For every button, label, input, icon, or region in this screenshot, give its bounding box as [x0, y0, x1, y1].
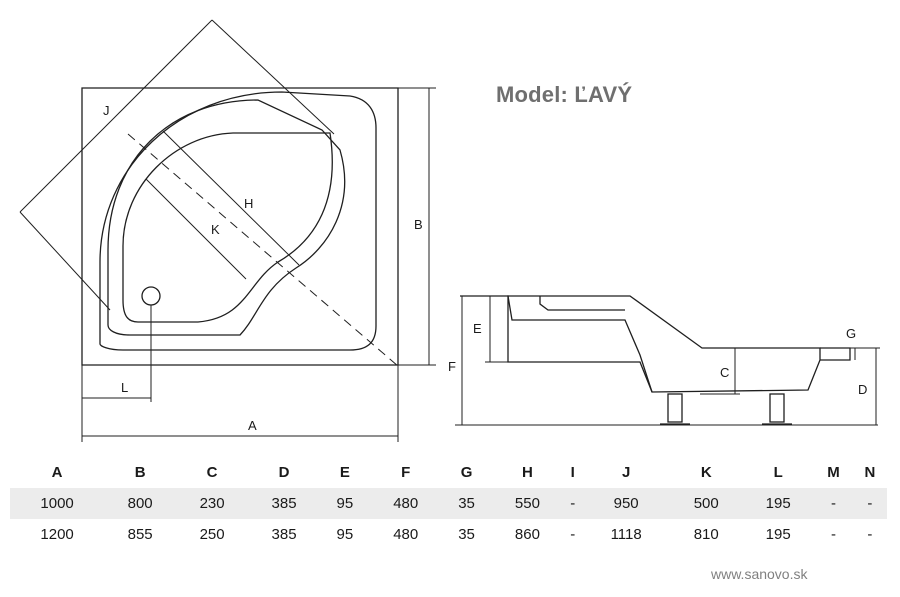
table-cell: 35	[441, 488, 492, 519]
dim-label-b: B	[414, 217, 423, 232]
table-cell: 480	[393, 526, 419, 543]
table-cell: -	[852, 488, 887, 519]
dim-label-e: E	[473, 321, 482, 336]
dim-label-f: F	[448, 359, 456, 374]
column-header: G	[460, 463, 473, 481]
tub-outer-outline	[81, 87, 399, 366]
table-cell: 230	[176, 488, 249, 519]
table-row: 1000 800 230 385 95 480 35 550 - 950 500…	[10, 488, 887, 519]
tub-side-profile	[507, 295, 821, 393]
table-cell: -	[563, 488, 583, 519]
column-header: M	[827, 463, 840, 481]
table-cell: 385	[248, 488, 321, 519]
table-cell: 480	[369, 488, 442, 519]
model-title: Model: ĽAVÝ	[496, 82, 633, 107]
website-link[interactable]: www.sanovo.sk	[711, 566, 808, 582]
table-cell: 250	[199, 526, 225, 543]
dim-label-j: J	[103, 103, 110, 118]
table-cell: 855	[127, 526, 153, 543]
column-header: J	[621, 463, 631, 481]
table-cell: 950	[582, 488, 671, 519]
dim-label-g: G	[846, 326, 856, 341]
column-header: A	[51, 463, 63, 481]
dim-label-c: C	[720, 365, 729, 380]
table-cell: 500	[670, 488, 743, 519]
table-cell: 195	[742, 488, 815, 519]
side-view: F E C G D	[448, 295, 880, 426]
column-header: K	[700, 463, 712, 481]
table-cell: 195	[765, 526, 791, 543]
column-header: E	[339, 463, 350, 481]
dim-label-k: K	[211, 222, 220, 237]
table-cell: 35	[458, 526, 475, 543]
column-header: B	[134, 463, 146, 481]
drain-circle	[141, 286, 161, 306]
diagonal-center-line	[127, 133, 399, 367]
table-cell: -	[570, 526, 576, 543]
dim-label-d: D	[858, 382, 867, 397]
dim-label-h: H	[244, 196, 253, 211]
dim-label-l: L	[121, 380, 128, 395]
bath-inner-basin	[122, 132, 333, 323]
table-cell: -	[867, 526, 873, 543]
column-header: F	[401, 463, 411, 481]
table-cell: -	[814, 488, 853, 519]
table-cell: 95	[320, 488, 370, 519]
table-cell: 1000	[10, 488, 105, 519]
table-cell: 1200	[40, 526, 74, 543]
table-cell: 800	[104, 488, 177, 519]
table-cell: 385	[271, 526, 297, 543]
table-cell: 550	[491, 488, 564, 519]
leg-left	[667, 393, 683, 423]
top-view: J H K B A L	[19, 19, 436, 442]
column-header: C	[206, 463, 218, 481]
table-cell: -	[830, 526, 836, 543]
bathtub-technical-drawing: J H K B A L	[19, 19, 880, 442]
column-header: H	[521, 463, 533, 481]
table-row: 1200 855 250 385 95 480 35 860 - 1118 81…	[10, 519, 887, 550]
column-header: D	[278, 463, 290, 481]
tub-right-lip	[820, 347, 851, 361]
table-cell: 1118	[610, 526, 642, 543]
column-header: L	[773, 463, 783, 481]
dimensions-table: A B C D E F G H I J K L M N 1000 800 230	[10, 456, 887, 550]
column-header: N	[864, 463, 876, 481]
column-header: I	[570, 463, 575, 481]
table-cell: 95	[336, 526, 354, 543]
bath-basin-outline	[107, 99, 346, 336]
tub-side-headrest	[539, 296, 625, 311]
leg-right	[769, 393, 785, 423]
dim-label-a: A	[248, 418, 257, 433]
table-header-row: A B C D E F G H I J K L M N	[10, 456, 887, 488]
table-cell: 860	[514, 526, 540, 543]
table-cell: 810	[693, 526, 719, 543]
